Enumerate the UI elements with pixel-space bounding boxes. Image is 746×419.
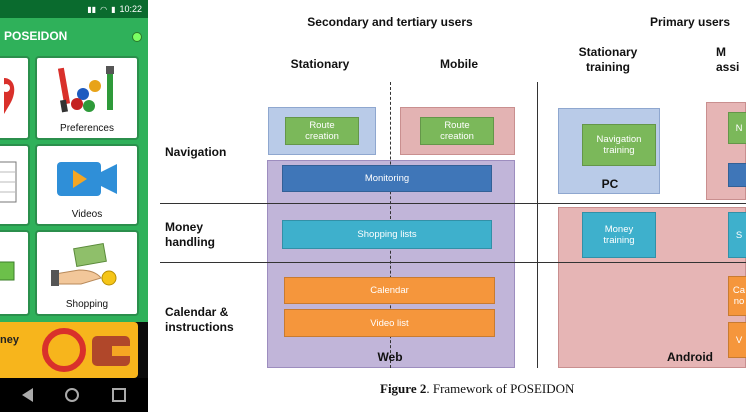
header-primary-users: Primary users [649, 15, 731, 29]
money-icon [0, 261, 15, 281]
box-video-list: Video list [284, 309, 495, 337]
divider-horizontal-1 [160, 203, 746, 204]
divider-vertical [537, 82, 538, 368]
box-money-training: Money training [582, 212, 656, 258]
box-route-creation-mobile: Route creation [420, 117, 494, 145]
divider-horizontal-2 [160, 262, 746, 263]
header-secondary-tertiary: Secondary and tertiary users [307, 15, 473, 29]
menu-tile-left-2[interactable] [0, 144, 30, 226]
paint-tools-icon [57, 66, 114, 113]
caption-label: Figure 2 [380, 381, 427, 396]
platform-label-android: Android [667, 350, 713, 364]
tile-label-shopping: Shopping [65, 299, 109, 310]
box-route-creation-stationary: Route creation [285, 117, 359, 145]
box-navigation-training: Navigation training [582, 124, 656, 166]
calendar-icon [0, 161, 17, 203]
menu-tile-left-3[interactable] [0, 230, 30, 316]
box-shopping-lists: Shopping lists [282, 220, 492, 249]
row-label-navigation: Navigation [165, 145, 227, 159]
menu-tile-left-1[interactable] [0, 56, 30, 140]
tile-label-money: ney [0, 334, 19, 346]
battery-icon: ▮ [111, 4, 116, 14]
figure-caption: Figure 2. Framework of POSEIDON [380, 381, 574, 397]
back-icon[interactable] [22, 388, 34, 402]
android-nav-bar [0, 378, 148, 412]
row-label-money-handling: Money handling [165, 220, 215, 249]
menu-tile-shopping[interactable]: Shopping [35, 230, 139, 316]
menu-grid: Preferences Videos Shopping [0, 54, 148, 322]
row-label-calendar-instructions: Calendar & instructions [165, 305, 234, 334]
menu-tile-videos[interactable]: Videos [35, 144, 139, 226]
header-stationary: Stationary [290, 57, 350, 71]
caption-text: . Framework of POSEIDON [426, 381, 575, 396]
box-calendar: Calendar [284, 277, 495, 304]
box-right-fragment-4: V [728, 322, 746, 358]
box-right-fragment-blue [728, 163, 746, 187]
header-stationary-training: Stationary training [578, 45, 638, 74]
signal-icon: ▮▮ [87, 4, 97, 14]
box-right-fragment-3: Ca no [728, 276, 746, 316]
status-bar: ▮▮ ◠ ▮ 10:22 [0, 0, 148, 18]
platform-label-web: Web [377, 350, 403, 364]
money-hand-icon [51, 242, 117, 286]
phone-screenshot: ▮▮ ◠ ▮ 10:22 POSEIDON [0, 0, 148, 412]
box-monitoring: Monitoring [282, 165, 492, 192]
header-mobile: Mobile [440, 57, 478, 71]
home-icon[interactable] [65, 388, 80, 402]
platform-label-pc: PC [601, 177, 619, 191]
coin-wallet-icon [42, 328, 130, 372]
menu-tile-money[interactable]: ney [0, 322, 138, 378]
app-title: POSEIDON [4, 29, 68, 43]
wifi-icon: ◠ [100, 4, 108, 14]
recents-icon[interactable] [111, 388, 126, 402]
tile-label-preferences: Preferences [60, 123, 114, 134]
framework-diagram: Secondary and tertiary users Primary use… [150, 0, 746, 419]
tile-label-videos: Videos [71, 209, 103, 220]
header-mobile-assistance: M assi [716, 45, 740, 74]
video-camera-icon [57, 162, 117, 196]
box-right-fragment-1: N [728, 112, 746, 144]
app-bar: POSEIDON [0, 18, 148, 54]
map-pin-icon [2, 78, 15, 114]
box-right-fragment-2: S [728, 212, 746, 258]
status-time: 10:22 [119, 4, 142, 14]
menu-tile-preferences[interactable]: Preferences [35, 56, 139, 140]
status-indicator-dot [132, 32, 142, 42]
